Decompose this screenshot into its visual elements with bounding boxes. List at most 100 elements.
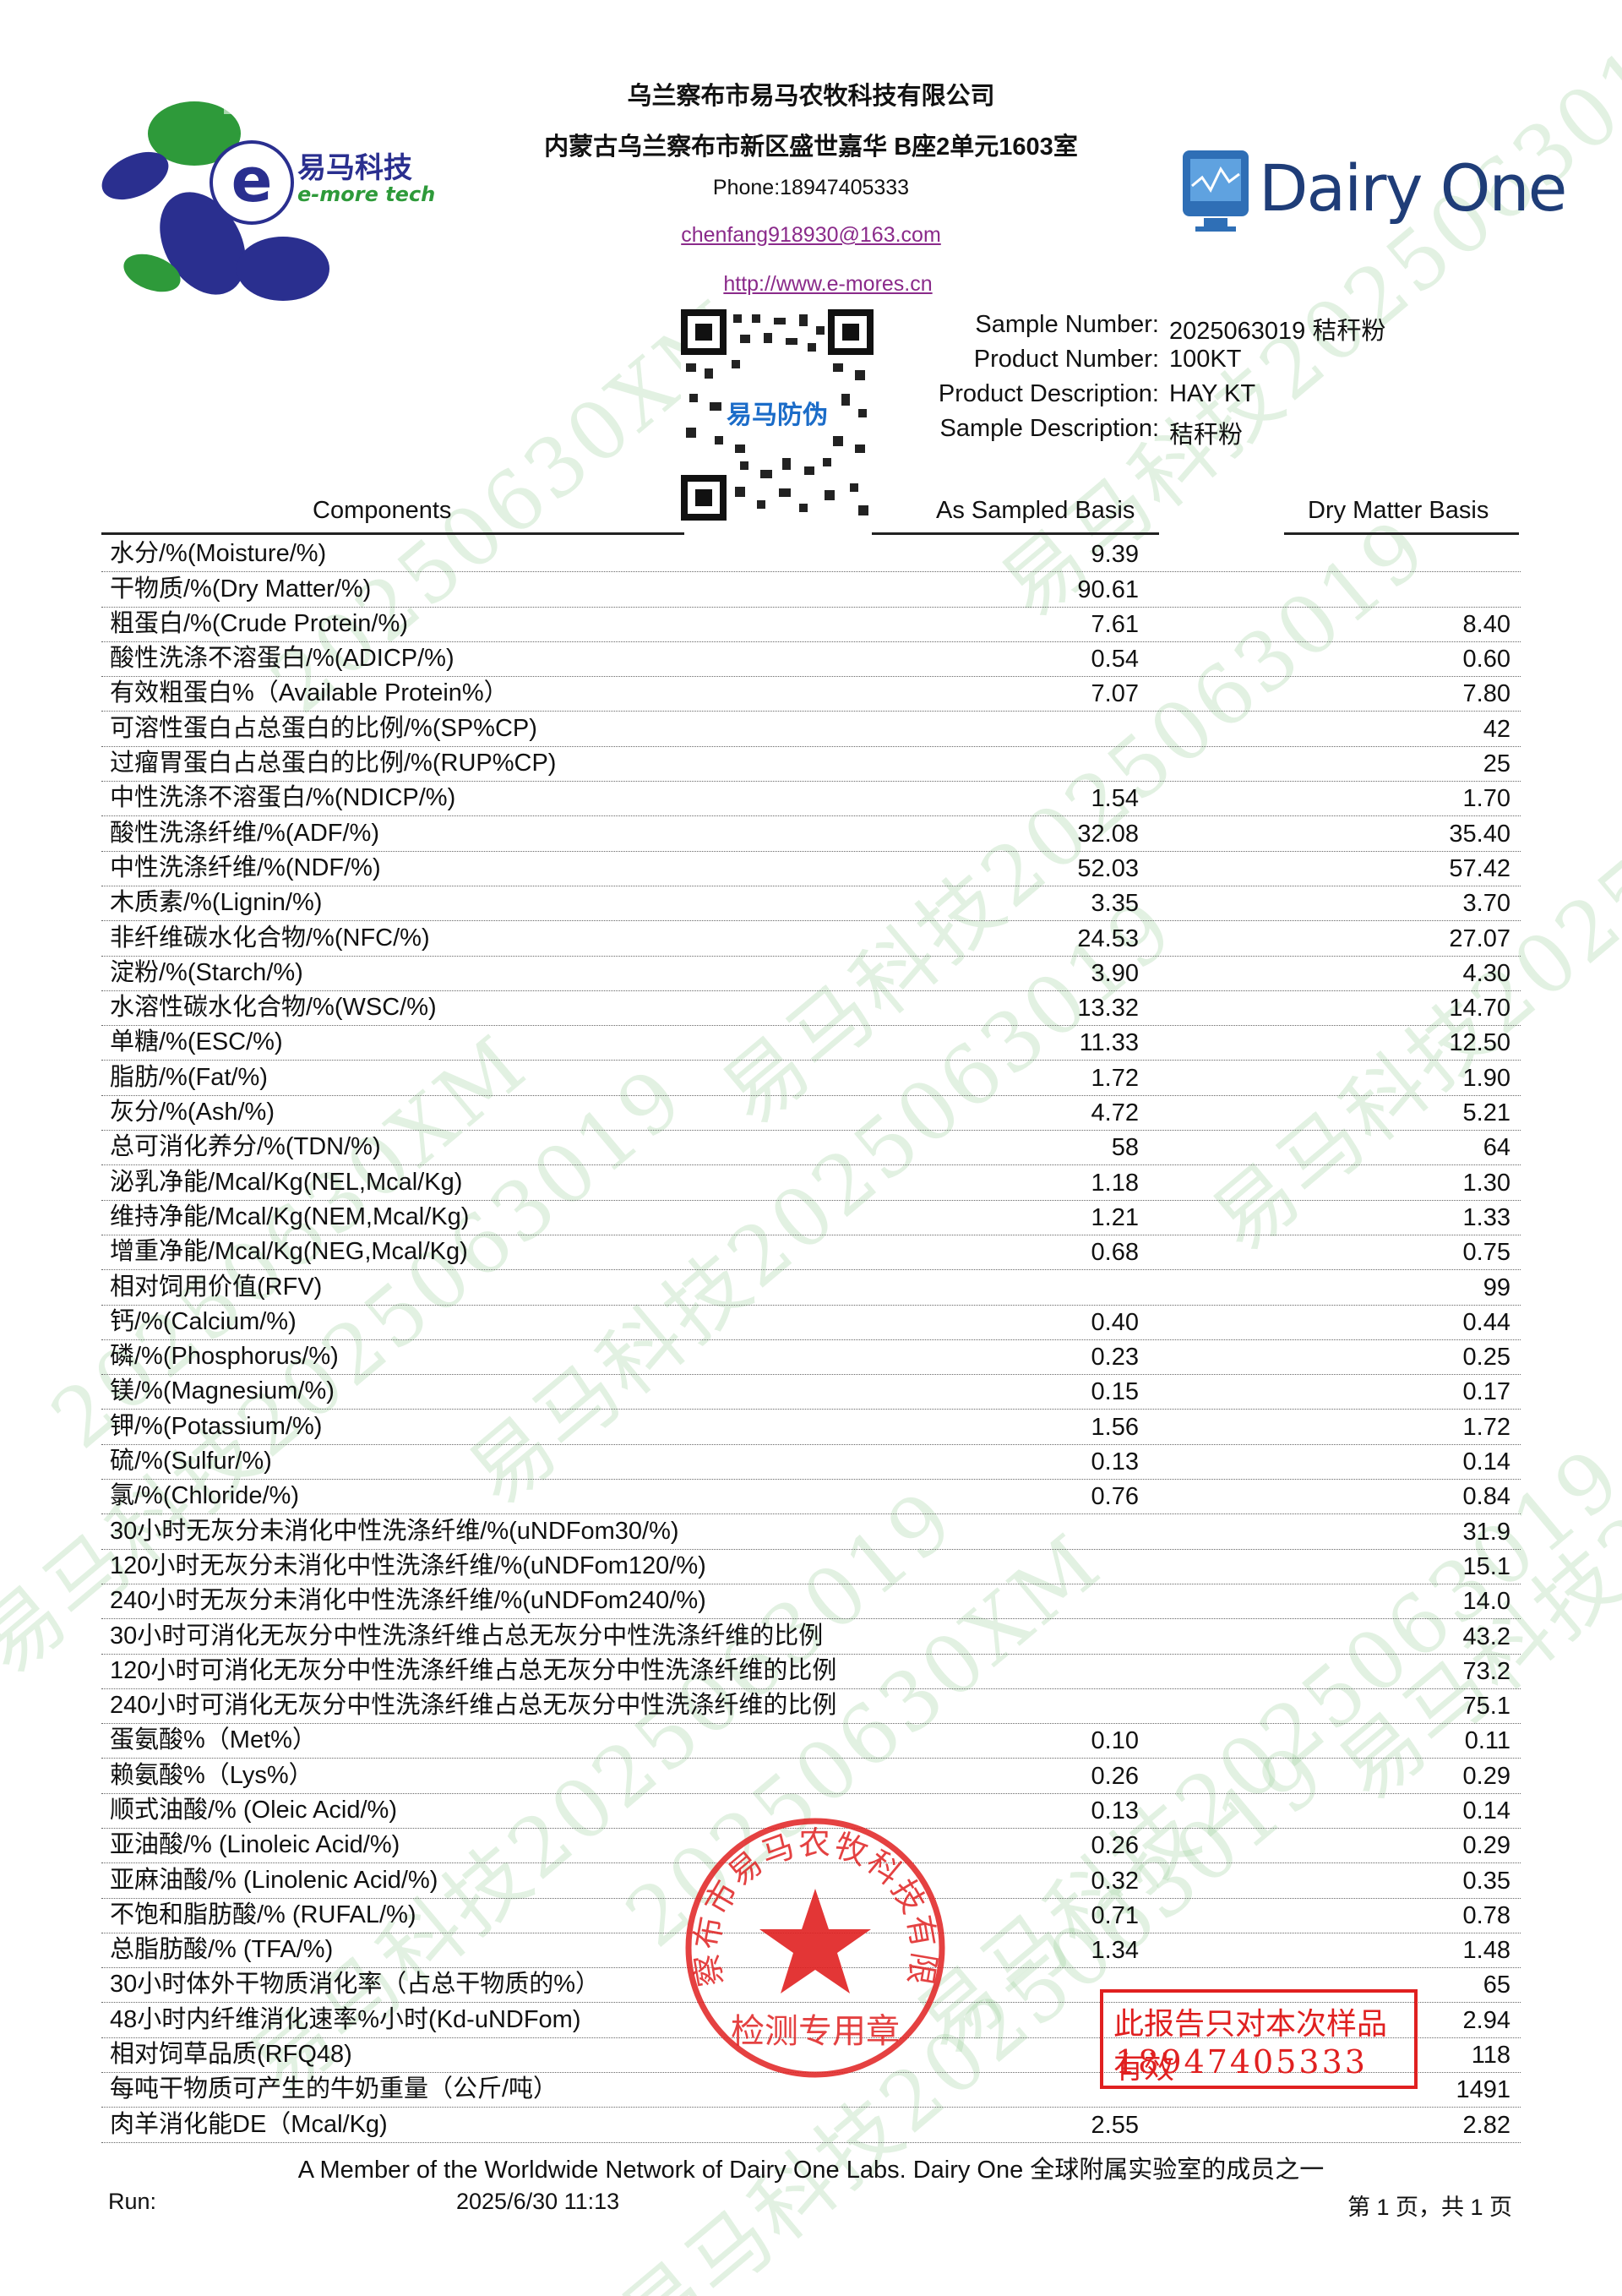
dry-matter-value: 1.70 <box>1462 785 1510 813</box>
component-name: 赖氨酸%（Lys%） <box>110 1761 313 1789</box>
as-sampled-value: 0.54 <box>1091 646 1139 674</box>
as-sampled-value: 0.13 <box>1091 1797 1139 1824</box>
dry-matter-value: 0.29 <box>1462 1762 1510 1790</box>
dry-matter-value: 2.94 <box>1462 2006 1510 2034</box>
component-name: 肉羊消化能DE（Mcal/Kg) <box>110 2110 388 2138</box>
component-name: 单糖/%(ESC/%) <box>110 1028 283 1056</box>
component-name: 可溶性蛋白占总蛋白的比例/%(SP%CP) <box>110 714 537 742</box>
dry-matter-value: 73.2 <box>1462 1657 1510 1685</box>
sample-number-value: 2025063019 秸秆粉 <box>1169 318 1386 345</box>
seal-bottom-text: 检测专用章 <box>731 2012 900 2051</box>
company-url-link[interactable]: http://www.e-mores.cn <box>723 272 933 296</box>
dairy-one-text: Dairy One <box>1259 150 1567 226</box>
dry-matter-value: 43.2 <box>1462 1622 1510 1650</box>
dry-matter-value: 57.42 <box>1449 854 1510 882</box>
as-sampled-value: 1.18 <box>1091 1169 1139 1197</box>
dry-matter-value: 1.48 <box>1462 1937 1510 1965</box>
validity-stamp-line2: 18947405333 <box>1115 2043 1368 2081</box>
component-name: 脂肪/%(Fat/%) <box>110 1063 268 1091</box>
company-address: 内蒙古乌兰察布市新区盛世嘉华 B座2单元1603室 <box>544 134 1078 161</box>
red-star-seal: 乌兰察布市易马农牧科技有限公司 检测专用章 <box>663 1783 950 2083</box>
company-name: 乌兰察布市易马农牧科技有限公司 <box>627 83 995 110</box>
dry-matter-value: 12.50 <box>1449 1029 1510 1057</box>
dry-matter-value: 0.75 <box>1462 1239 1510 1267</box>
sample-description-label: Sample Description: <box>939 415 1160 442</box>
footer-run-label: Run: <box>108 2189 157 2214</box>
as-sampled-value: 0.71 <box>1091 1901 1139 1929</box>
component-name: 淀粉/%(Starch/%) <box>110 958 303 986</box>
table-row: 30小时可消化无灰分中性洗涤纤维占总无灰分中性洗涤纤维的比例 43.2 <box>101 1619 1521 1655</box>
table-row: 干物质/%(Dry Matter/%)90.61 <box>101 572 1521 608</box>
product-number-value: 100KT <box>1169 346 1242 373</box>
component-name: 总可消化养分/%(TDN/%) <box>110 1133 381 1161</box>
dry-matter-value: 4.30 <box>1462 959 1510 987</box>
dry-matter-value: 0.25 <box>1462 1344 1510 1372</box>
dry-matter-value: 0.14 <box>1462 1797 1510 1824</box>
dry-matter-value: 1.30 <box>1462 1169 1510 1197</box>
dry-matter-value: 0.84 <box>1462 1483 1510 1511</box>
component-name: 维持净能/Mcal/Kg(NEM,Mcal/Kg) <box>110 1203 470 1230</box>
validity-stamp-line1: 此报告只对本次样品有效 <box>1113 2007 1388 2086</box>
as-sampled-value: 3.90 <box>1091 959 1139 987</box>
component-name: 总脂肪酸/% (TFA/%) <box>110 1936 334 1964</box>
company-email-link[interactable]: chenfang918930@163.com <box>681 223 941 247</box>
component-name: 酸性洗涤不溶蛋白/%(ADICP/%) <box>110 645 454 673</box>
as-sampled-value: 32.08 <box>1077 820 1139 848</box>
as-sampled-value: 0.10 <box>1091 1727 1139 1755</box>
dry-matter-value: 14.0 <box>1462 1588 1510 1616</box>
logo-brand-cn: 易马科技 <box>297 151 412 185</box>
as-sampled-value: 7.07 <box>1091 680 1139 708</box>
qr-anticounterfeit-label: 易马防伪 <box>723 394 831 431</box>
dry-matter-value: 0.17 <box>1462 1378 1510 1406</box>
as-sampled-value: 0.32 <box>1091 1867 1139 1895</box>
component-name: 过瘤胃蛋白占总蛋白的比例/%(RUP%CP) <box>110 750 557 777</box>
header-rule <box>872 532 1159 535</box>
header-dry-matter: Dry Matter Basis <box>1308 497 1489 524</box>
sample-info: Sample Number: 2025063019 秸秆粉 Product Nu… <box>862 311 1507 450</box>
component-name: 木质素/%(Lignin/%) <box>110 889 323 917</box>
dry-matter-value: 3.70 <box>1462 890 1510 918</box>
component-name: 每吨干物质可产生的牛奶重量（公斤/吨） <box>110 2075 558 2103</box>
component-name: 不饱和脂肪酸/% (RUFAL/%) <box>110 1901 416 1928</box>
as-sampled-value: 24.53 <box>1077 924 1139 952</box>
table-row: 水分/%(Moisture/%)9.39 <box>101 537 1521 573</box>
dry-matter-value: 35.40 <box>1449 820 1510 848</box>
dairy-one-logo <box>1178 144 1516 237</box>
component-name: 灰分/%(Ash/%) <box>110 1099 275 1126</box>
sample-number-label: Sample Number: <box>975 311 1159 338</box>
header-rule <box>101 532 684 535</box>
table-row: 120小时无灰分未消化中性洗涤纤维/%(uNDFom120/%)15.1 <box>101 1550 1521 1584</box>
component-name: 氯/%(Chloride/%) <box>110 1482 299 1510</box>
as-sampled-value: 0.26 <box>1091 1762 1139 1790</box>
as-sampled-value: 3.35 <box>1091 890 1139 918</box>
product-description-value: HAY KT <box>1169 380 1256 407</box>
as-sampled-value: 0.40 <box>1091 1308 1139 1336</box>
as-sampled-value: 0.23 <box>1091 1344 1139 1372</box>
table-row: 相对饲用价值(RFV)99 <box>101 1270 1521 1306</box>
component-name: 30小时可消化无灰分中性洗涤纤维占总无灰分中性洗涤纤维的比例 <box>110 1622 824 1650</box>
component-name: 水分/%(Moisture/%) <box>110 540 327 568</box>
table-row: 48小时内纤维消化速率%小时(Kd-uNDFom)2.94 <box>101 2003 1521 2038</box>
component-name: 钾/%(Potassium/%) <box>110 1412 323 1440</box>
component-name: 非纤维碳水化合物/%(NFC/%) <box>110 924 430 952</box>
component-name: 30小时体外干物质消化率（占总干物质的%） <box>110 1971 601 1999</box>
dry-matter-value: 31.9 <box>1462 1518 1510 1546</box>
dry-matter-value: 0.44 <box>1462 1308 1510 1336</box>
component-name: 水溶性碳水化合物/%(WSC/%) <box>110 994 437 1022</box>
component-name: 镁/%(Magnesium/%) <box>110 1377 335 1405</box>
